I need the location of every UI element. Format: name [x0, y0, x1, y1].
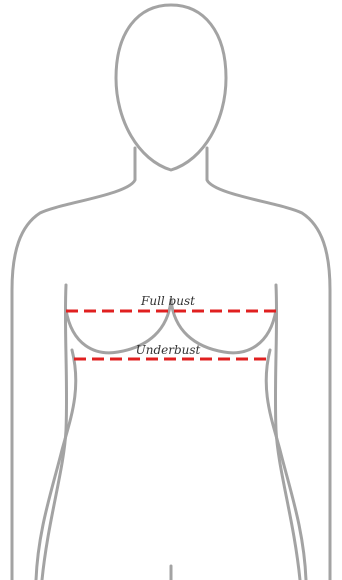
- underbust-label: Underbust: [136, 343, 201, 357]
- left-inner-arm: [42, 285, 67, 580]
- right-body-side: [266, 350, 306, 580]
- body-outline: [12, 5, 330, 580]
- full-bust-label: Full bust: [140, 294, 195, 308]
- left-body-side: [36, 350, 76, 580]
- right-inner-arm: [275, 285, 300, 580]
- head-outline: [116, 5, 226, 170]
